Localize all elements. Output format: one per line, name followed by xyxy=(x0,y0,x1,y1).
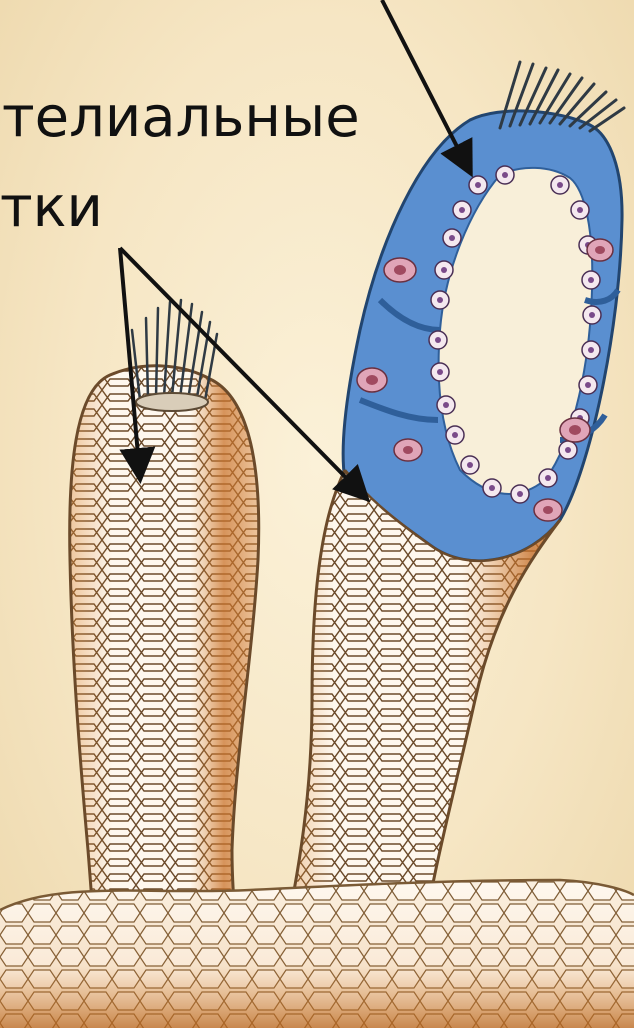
left-sponge-body xyxy=(60,300,270,970)
right-sponge-body xyxy=(343,62,624,561)
sponge-base xyxy=(0,870,634,1028)
label-line-1: телиальные xyxy=(2,90,360,146)
label-line-2: тки xyxy=(0,180,103,236)
